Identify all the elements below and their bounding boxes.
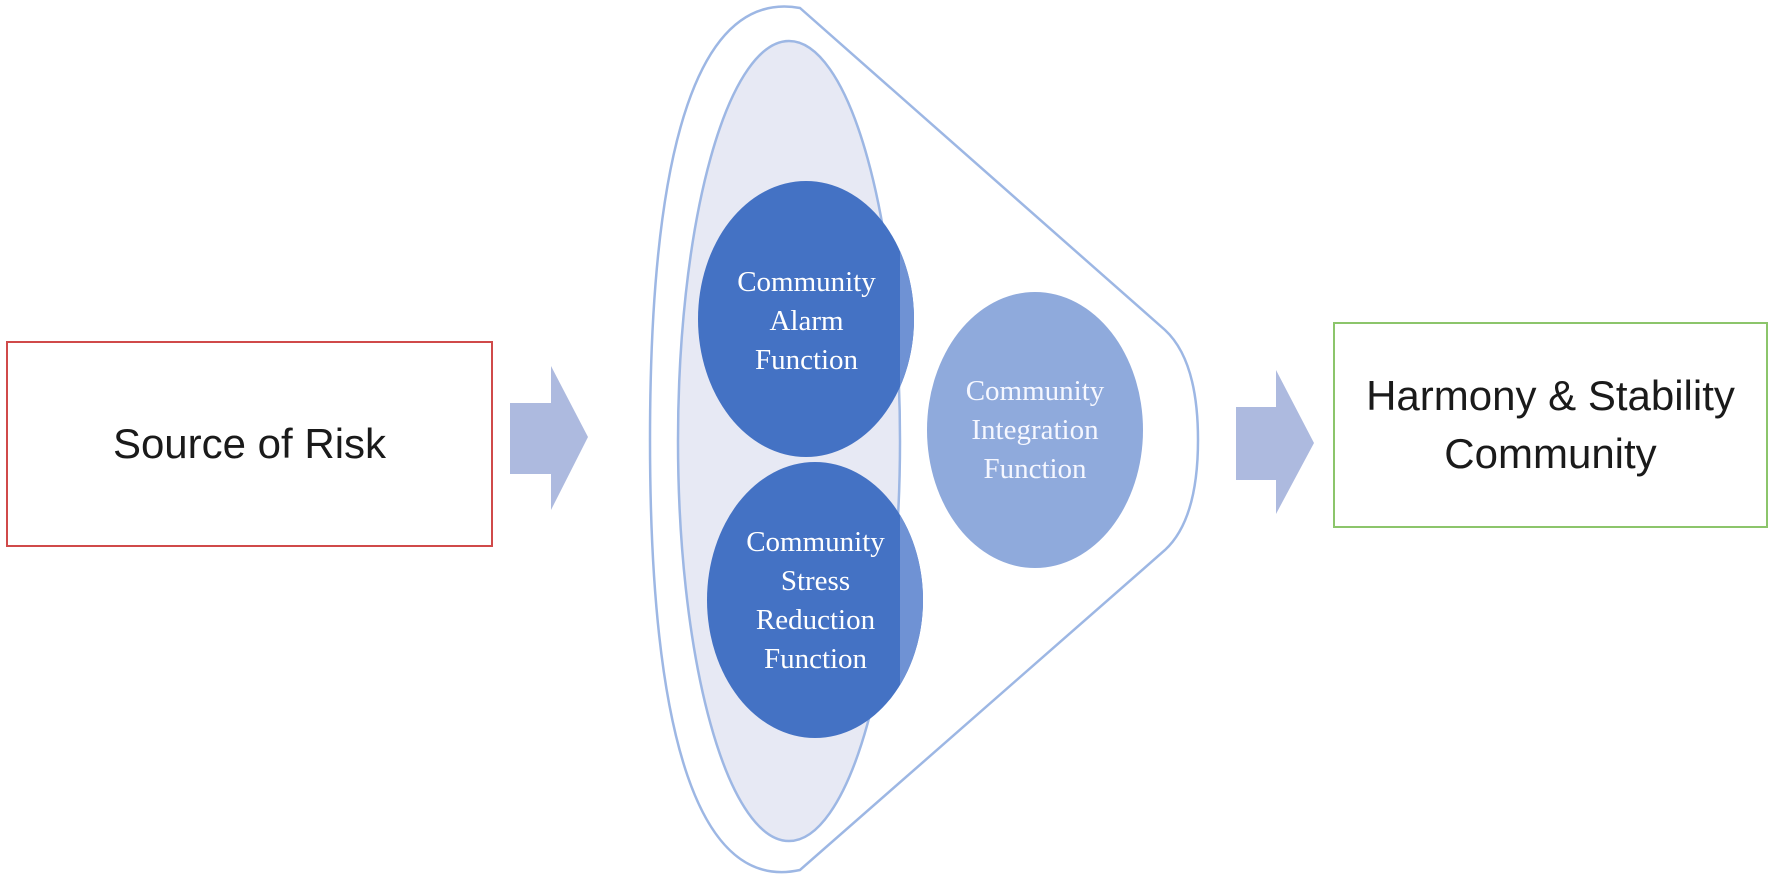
alarm-label-line: Function (754, 343, 859, 376)
stress-label-line: Stress (780, 565, 851, 597)
funnel-outline (648, 5, 1200, 874)
integration-function-circle (927, 292, 1143, 568)
harmony-stability-community-box: Harmony & Stability Community (1333, 322, 1768, 528)
outcome-label-line: Community (1444, 430, 1657, 477)
alarm-function-circle-overlap (900, 251, 914, 387)
integration-label-line: Function (983, 452, 1087, 485)
stress-label-line: Community (746, 526, 885, 558)
source-of-risk-label: Source of Risk (112, 420, 387, 467)
alarm-function-circle (698, 181, 914, 457)
integration-function-label: Community Integration Function (927, 292, 1143, 568)
stress-label-line: Function (763, 643, 868, 675)
source-of-risk-box: Source of Risk (6, 341, 493, 547)
alarm-function-label: Community Alarm Function (700, 184, 913, 458)
integration-label-line: Community (965, 374, 1105, 407)
stress-label-line: Reduction (755, 604, 876, 636)
arrow-right-icon (1236, 370, 1314, 514)
stress-reduction-function-circle (707, 462, 923, 738)
outcome-label-line: Harmony & Stability (1366, 372, 1735, 419)
integration-label-line: Integration (971, 413, 1099, 446)
stress-function-circle-overlap (900, 514, 923, 686)
stress-reduction-function-label: Community Stress Reduction Function (709, 464, 922, 738)
arrow-right-icon (510, 366, 588, 510)
alarm-label-line: Alarm (769, 304, 844, 337)
alarm-label-line: Community (737, 265, 876, 298)
harmony-stability-text: Harmony & Stability Community (1366, 367, 1735, 483)
